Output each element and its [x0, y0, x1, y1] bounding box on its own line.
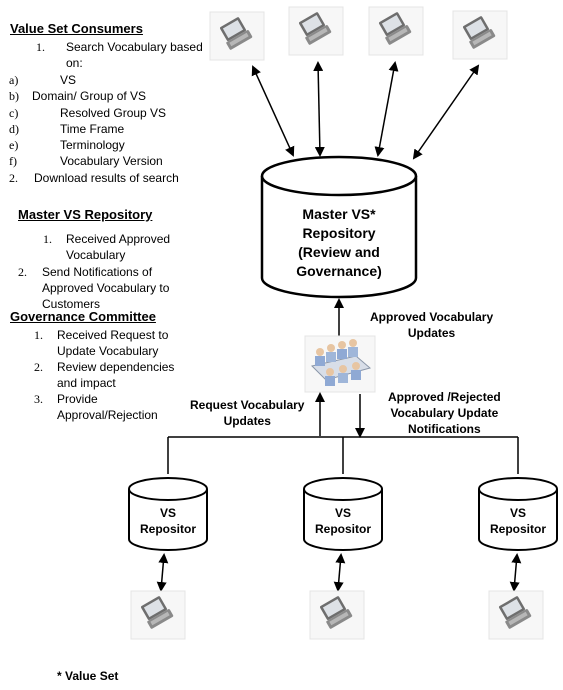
vs-repository-database [128, 477, 208, 551]
laptop-icon [452, 10, 508, 60]
label-line: Request Vocabulary [190, 398, 305, 412]
list-text: Received Approved [66, 232, 171, 246]
label-line: Updates [223, 414, 271, 428]
list-text: and impact [57, 376, 116, 390]
laptop-icon [309, 590, 365, 640]
list-letter: e) [9, 138, 19, 152]
consumer-arrow [374, 61, 399, 157]
list-text: Resolved Group VS [60, 106, 167, 120]
label-line: Approved Vocabulary [370, 310, 494, 324]
consumers-sub-item: a) VS [9, 73, 76, 88]
master-repo-item-1: 1. Received Approved [43, 232, 170, 247]
list-text: Received Request to [57, 328, 169, 342]
label-line: VS [334, 506, 351, 520]
laptop-icon [288, 6, 344, 56]
list-text: Provide [57, 392, 98, 406]
consumers-sub-item: d) Time Frame [9, 122, 124, 137]
repository-arrow [333, 553, 346, 592]
list-text: Send Notifications of [42, 265, 153, 279]
notifications-label: Approved /Rejected Vocabulary Update Not… [388, 389, 501, 437]
list-number: 1. [34, 328, 43, 342]
list-text: Time Frame [60, 122, 125, 136]
laptop-icon [488, 590, 544, 640]
repository-arrow [509, 553, 522, 592]
list-text: on: [66, 56, 83, 70]
list-text: Approval/Rejection [57, 408, 158, 422]
master-db-label-line: (Review and [298, 244, 380, 260]
vs-repository-label: VS Repositor [304, 505, 382, 537]
list-letter: d) [9, 122, 19, 136]
list-letter: b) [9, 89, 19, 103]
list-letter: a) [9, 73, 19, 87]
list-number: 3. [34, 392, 43, 406]
consumers-sub-item: c) Resolved Group VS [9, 106, 166, 121]
list-number: 1. [36, 40, 45, 54]
consumers-sub-item: f) Vocabulary Version [9, 154, 163, 169]
label-line: Notifications [408, 422, 481, 436]
label-line: Approved /Rejected [388, 390, 501, 404]
approved-updates-label: Approved Vocabulary Updates [370, 309, 493, 341]
distribution-bus [167, 436, 519, 474]
vs-repository-label: VS Repositor [129, 505, 207, 537]
master-db-label-line: Governance) [296, 263, 382, 279]
vs-repository-database [303, 477, 383, 551]
list-number: 2. [9, 171, 18, 185]
list-number: 1. [43, 232, 52, 246]
governance-committee-icon [304, 335, 376, 393]
list-text: Domain/ Group of VS [32, 89, 147, 103]
label-line: Repositor [314, 522, 371, 536]
list-text: Vocabulary [66, 248, 126, 262]
consumers-item-2: 2. Download results of search [9, 171, 179, 186]
laptop-icon [130, 590, 186, 640]
list-text: Review dependencies [57, 360, 175, 374]
label-line: Vocabulary Update [390, 406, 499, 420]
master-db-label-line: Repository [302, 225, 376, 241]
consumers-sub-item: b) Domain/ Group of VS [9, 89, 146, 104]
master-repo-heading: Master VS Repository [18, 207, 153, 222]
list-text: Approved Vocabulary to [42, 281, 170, 295]
list-text: Update Vocabulary [57, 344, 159, 358]
list-text: VS [60, 73, 77, 87]
list-text: Vocabulary Version [60, 154, 163, 168]
list-text: Search Vocabulary based [66, 40, 203, 54]
laptop-icon [209, 11, 265, 61]
governance-item-3: 3. Provide [34, 392, 98, 407]
label-line: Repositor [139, 522, 196, 536]
vs-repository-database [478, 477, 558, 551]
list-text: Customers [42, 297, 101, 311]
governance-item-2: 2. Review dependencies [34, 360, 174, 375]
label-line: Repositor [489, 522, 546, 536]
vs-repository-label: VS Repositor [479, 505, 557, 537]
master-db-label-line: Master VS* [302, 206, 376, 222]
request-updates-label: Request Vocabulary Updates [190, 397, 304, 429]
consumer-arrow [251, 65, 295, 157]
consumer-arrow [412, 64, 480, 160]
master-vs-repository-database [260, 155, 418, 299]
label-line: VS [509, 506, 526, 520]
master-db-label: Master VS* Repository (Review and Govern… [262, 205, 416, 281]
governance-item-1: 1. Received Request to [34, 328, 168, 343]
label-line: VS [159, 506, 176, 520]
footnote: * Value Set [57, 669, 119, 683]
list-letter: c) [9, 106, 19, 120]
master-repo-item-2: 2. Send Notifications of [18, 265, 152, 280]
list-text: Download results of search [34, 171, 179, 185]
list-text: Terminology [60, 138, 125, 152]
list-number: 2. [34, 360, 43, 374]
repository-arrow [156, 553, 169, 592]
label-line: Updates [407, 326, 456, 340]
governance-heading: Governance Committee [10, 309, 156, 324]
list-letter: f) [9, 154, 17, 168]
consumers-sub-item: e) Terminology [9, 138, 125, 153]
consumer-arrow [313, 61, 325, 157]
laptop-icon [368, 6, 424, 56]
list-number: 2. [18, 265, 27, 279]
consumers-heading: Value Set Consumers [10, 21, 143, 36]
consumers-item-1: 1. Search Vocabulary based [36, 40, 203, 55]
